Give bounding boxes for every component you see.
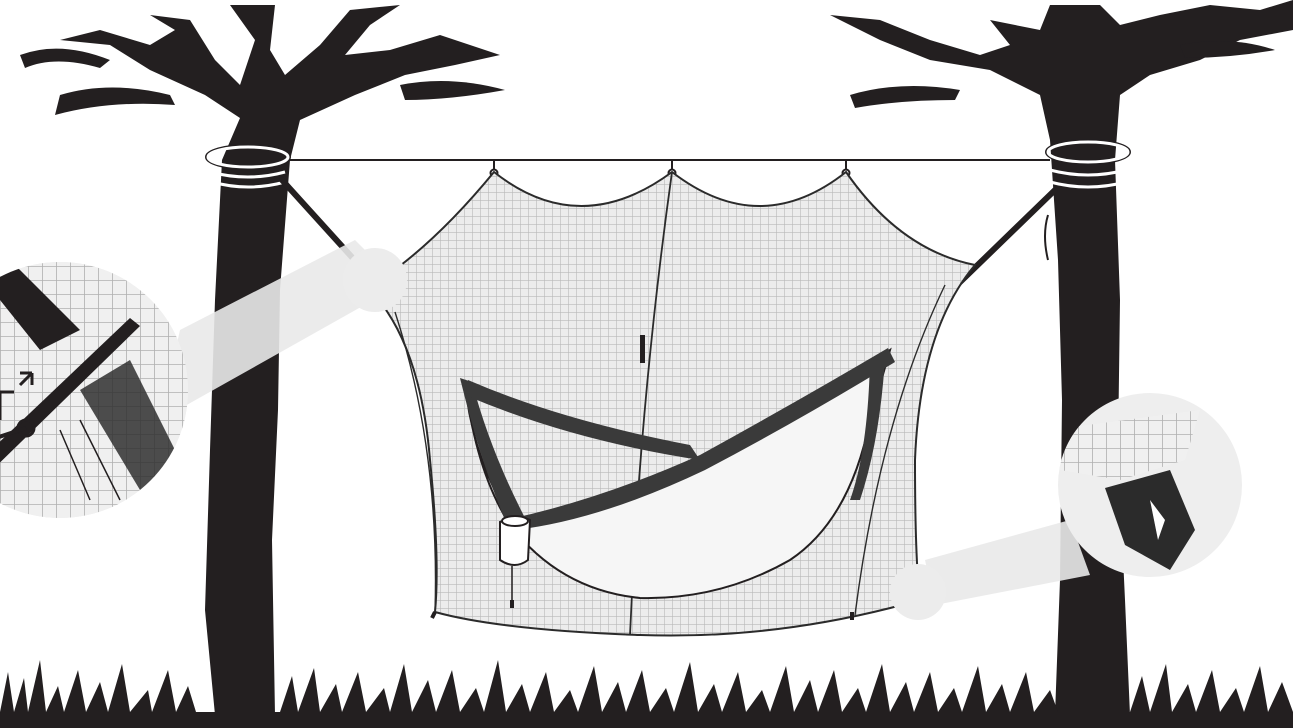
- callout-left: [0, 240, 407, 560]
